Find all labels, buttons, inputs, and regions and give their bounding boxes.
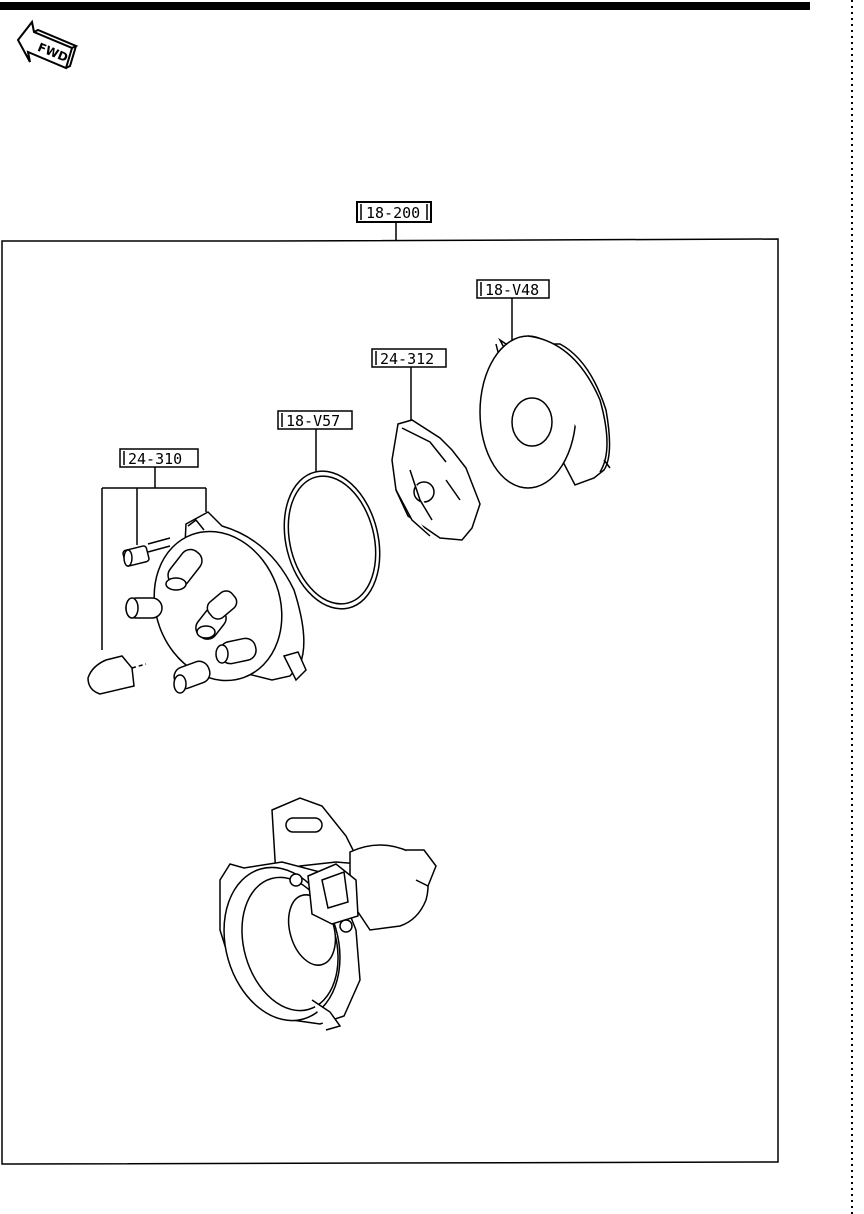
distributor-cap-part: [87, 511, 307, 695]
rotor-callout: 24-312: [371, 348, 447, 420]
fwd-arrow-icon: FWD: [16, 19, 79, 70]
seal-ring-part: [283, 470, 381, 610]
cap-part-number: 24-310: [128, 450, 182, 468]
seal-part-number: 18-V57: [286, 412, 340, 430]
cover-callout: 18-V48: [476, 279, 550, 340]
seal-callout: 18-V57: [277, 410, 353, 472]
distributor-cover-part: [479, 335, 611, 489]
assembly-callout: 18-200: [356, 201, 432, 241]
assembly-frame: [1, 238, 779, 1165]
cover-part-number: 18-V48: [485, 281, 539, 299]
top-rule: [0, 2, 810, 10]
assembly-part-number: 18-200: [366, 204, 420, 222]
rotor-part: [391, 419, 481, 541]
cap-callout: 24-310: [101, 448, 207, 650]
rotor-part-number: 24-312: [380, 350, 434, 368]
distributor-housing-part: [219, 797, 437, 1031]
